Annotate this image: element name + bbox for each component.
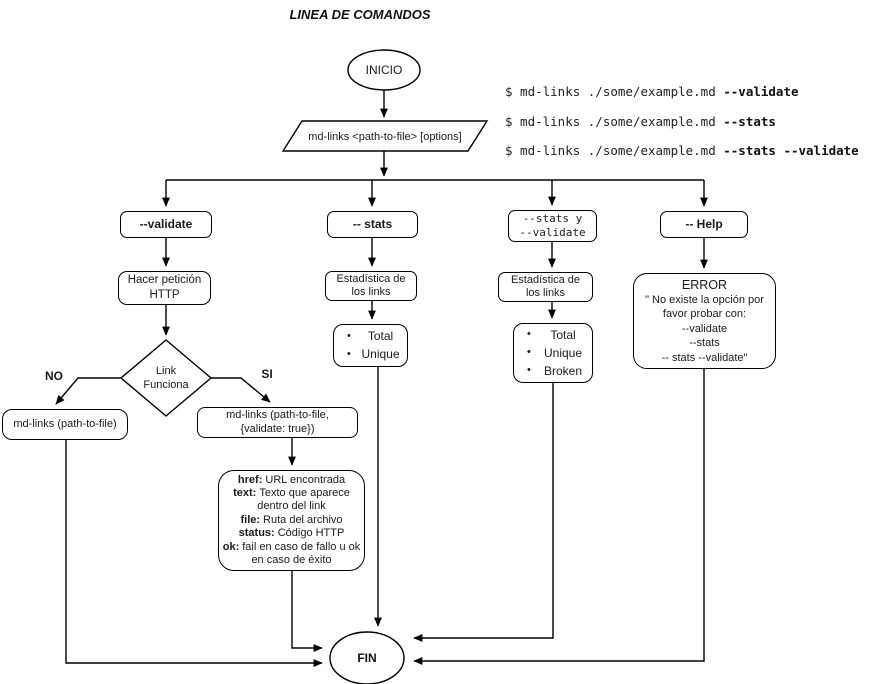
list-item: • Unique [514,344,592,362]
command-prefix: $ md-links ./some/example.md [505,114,724,129]
stats-step-line: los links [351,286,391,298]
option-label-line: --validate [519,226,586,239]
branch-stats-option-box: -- stats [327,211,418,238]
bullet-icon: • [527,364,531,377]
error-title: ERROR [681,277,728,292]
branch-stats-validate-option-box: --stats y --validate [508,210,597,242]
validate-call-line: {validate: true}) [240,422,315,435]
list-item: • Unique [334,346,407,364]
list-item: • Broken [514,362,592,380]
bullet-icon: • [527,328,531,341]
result-key: ok: [222,540,240,553]
command-prefix: $ md-links ./some/example.md [505,143,724,158]
input-parallelogram [281,120,489,152]
command-flags: --stats --validate [723,143,859,158]
result-entry: ok:fail en caso de fallo u ok en caso de… [222,541,361,568]
end-terminal-label: FIN [357,651,376,665]
result-entry: file:Ruta del archivo [240,514,342,527]
result-key: href: [237,473,263,486]
start-terminal [347,49,421,91]
stats-validate-step-box: Estadística de los links [498,272,593,302]
result-entry: text:Texto que aparece dentro del link [222,487,361,514]
http-request-line: Hacer petición [127,274,202,286]
stats-list-box: • Total • Unique [333,324,408,367]
start-terminal-label: INICIO [366,63,403,77]
list-item-label: Unique [543,345,583,360]
no-result-label: md-links (path-to-file) [13,417,117,430]
stats-validate-step-line: Estadística de [510,273,581,286]
list-item: • Total [334,328,407,346]
result-value: Ruta del archivo [263,513,343,526]
result-value: fail en caso de fallo u ok en caso de éx… [242,540,361,567]
command-flags: --validate [723,84,799,99]
http-request-box: Hacer petición HTTP [118,271,211,305]
error-line: favor probar con: [662,308,747,321]
stats-validate-list-box: • Total • Unique • Broken [513,323,593,383]
command-flags: --stats [723,114,776,129]
result-value: Código HTTP [277,527,345,540]
validate-call-box: md-links (path-to-file, {validate: true}… [197,407,358,438]
list-item: • Total [514,326,592,344]
stats-step-box: Estadística de los links [325,271,417,301]
error-line: --stats [689,337,720,350]
decision-label: Link Funciona [131,365,201,392]
validate-call-line: md-links (path-to-file, [226,408,329,421]
result-value: Texto que aparece dentro del link [257,486,350,513]
bullet-icon: • [347,347,351,360]
error-box: ERROR " No existe la opción por favor pr… [633,273,776,369]
list-item-label: Unique [361,347,400,362]
link-works-decision [119,339,213,417]
result-value: URL encontrada [265,473,346,486]
result-key: text: [233,486,257,499]
branch-validate-option-label: --validate [139,217,193,232]
result-key: file: [240,513,261,526]
page-title: LINEA DE COMANDOS [289,7,431,22]
branch-stats-option-label: -- stats [352,217,393,232]
list-item-label: Total [367,329,394,344]
error-line: " No existe la opción por [645,293,764,306]
no-result-box: md-links (path-to-file) [2,409,128,440]
result-key: status: [238,527,275,540]
list-item-label: Total [550,327,576,342]
command-prefix: $ md-links ./some/example.md [505,84,724,99]
no-branch-label: NO [45,369,63,383]
stats-validate-step-line: los links [525,287,566,299]
error-line: --validate [681,322,728,335]
option-label-line: --stats y [522,212,583,225]
stats-step-line: Estadística de [336,272,406,285]
error-line: -- stats --validate" [661,351,748,364]
branch-validate-option-box: --validate [120,211,212,238]
command-example-3: $ md-links ./some/example.md --stats --v… [505,143,859,158]
si-branch-label: SI [261,367,273,381]
input-parallelogram-label: md-links <path-to-file> [options] [308,130,462,143]
decision-label-line: Link [155,365,177,377]
branch-help-option-box: -- Help [660,211,748,238]
bullet-icon: • [527,346,531,359]
link-result-box: href:URL encontrada text:Texto que apare… [218,470,365,571]
result-entry: href:URL encontrada [238,474,345,487]
branch-help-option-label: -- Help [685,217,723,232]
end-terminal [329,631,405,684]
list-item-label: Broken [543,363,583,378]
command-example-2: $ md-links ./some/example.md --stats [505,114,776,129]
bullet-icon: • [347,329,351,342]
result-entry: status:Código HTTP [239,527,345,540]
http-request-line: HTTP [149,289,180,301]
command-example-1: $ md-links ./some/example.md --validate [505,84,799,99]
decision-label-line: Funciona [143,378,189,391]
